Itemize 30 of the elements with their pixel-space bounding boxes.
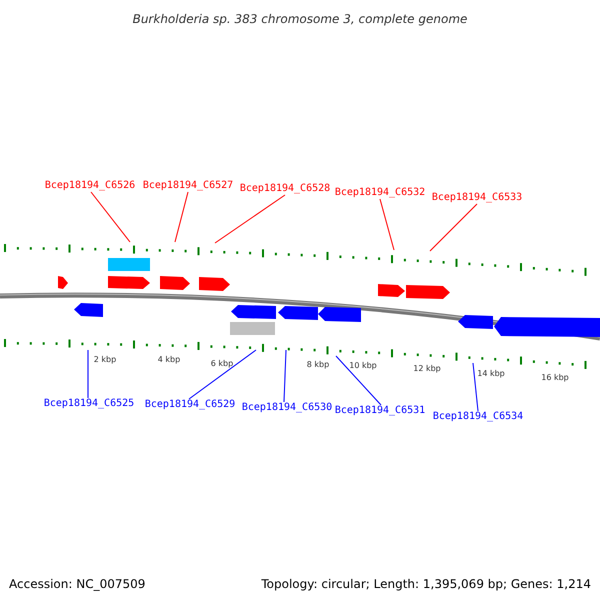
genome-summary-text: Topology: circular; Length: 1,395,069 bp; Genes: 1,214 [261, 576, 591, 593]
accession-text: Accession: NC_007509 [9, 576, 146, 593]
gene-label: Bcep18194_C6534 [432, 411, 524, 423]
scale-label: 8 kbp [306, 360, 330, 370]
gene-label: Bcep18194_C6528 [240, 183, 330, 195]
gene-label: Bcep18194_C6526 [44, 180, 136, 192]
gene-label: Bcep18194_C6525 [44, 398, 134, 410]
gene-label: Bcep18194_C6527 [142, 180, 234, 192]
scale-label: 12 kbp [413, 364, 441, 374]
leader-line [336, 356, 382, 406]
diagram-title: Burkholderia sp. 383 chromosome 3, complete genome [132, 11, 468, 28]
leader-line [188, 350, 256, 400]
scale-label: 2 kbp [94, 355, 116, 365]
leader-line [214, 194, 286, 244]
gene-label: Bcep18194_C6532 [334, 187, 426, 199]
scale-label: 6 kbp [210, 359, 234, 369]
leader-line [430, 204, 478, 252]
leader-line [174, 192, 188, 242]
gene-label: Bcep18194_C6529 [144, 399, 236, 411]
scale-label: 10 kbp [349, 361, 377, 371]
gene-label: Bcep18194_C6531 [334, 405, 426, 417]
leader-line [380, 198, 394, 250]
leader-line [284, 350, 286, 402]
gene-label: Bcep18194_C6530 [242, 402, 332, 414]
leader-line [90, 192, 130, 242]
scale-label: 4 kbp [158, 355, 180, 365]
leader-line [472, 362, 478, 412]
scale-label: 14 kbp [477, 369, 505, 379]
scale-label: 16 kbp [541, 373, 569, 383]
gene-label: Bcep18194_C6533 [432, 192, 522, 204]
